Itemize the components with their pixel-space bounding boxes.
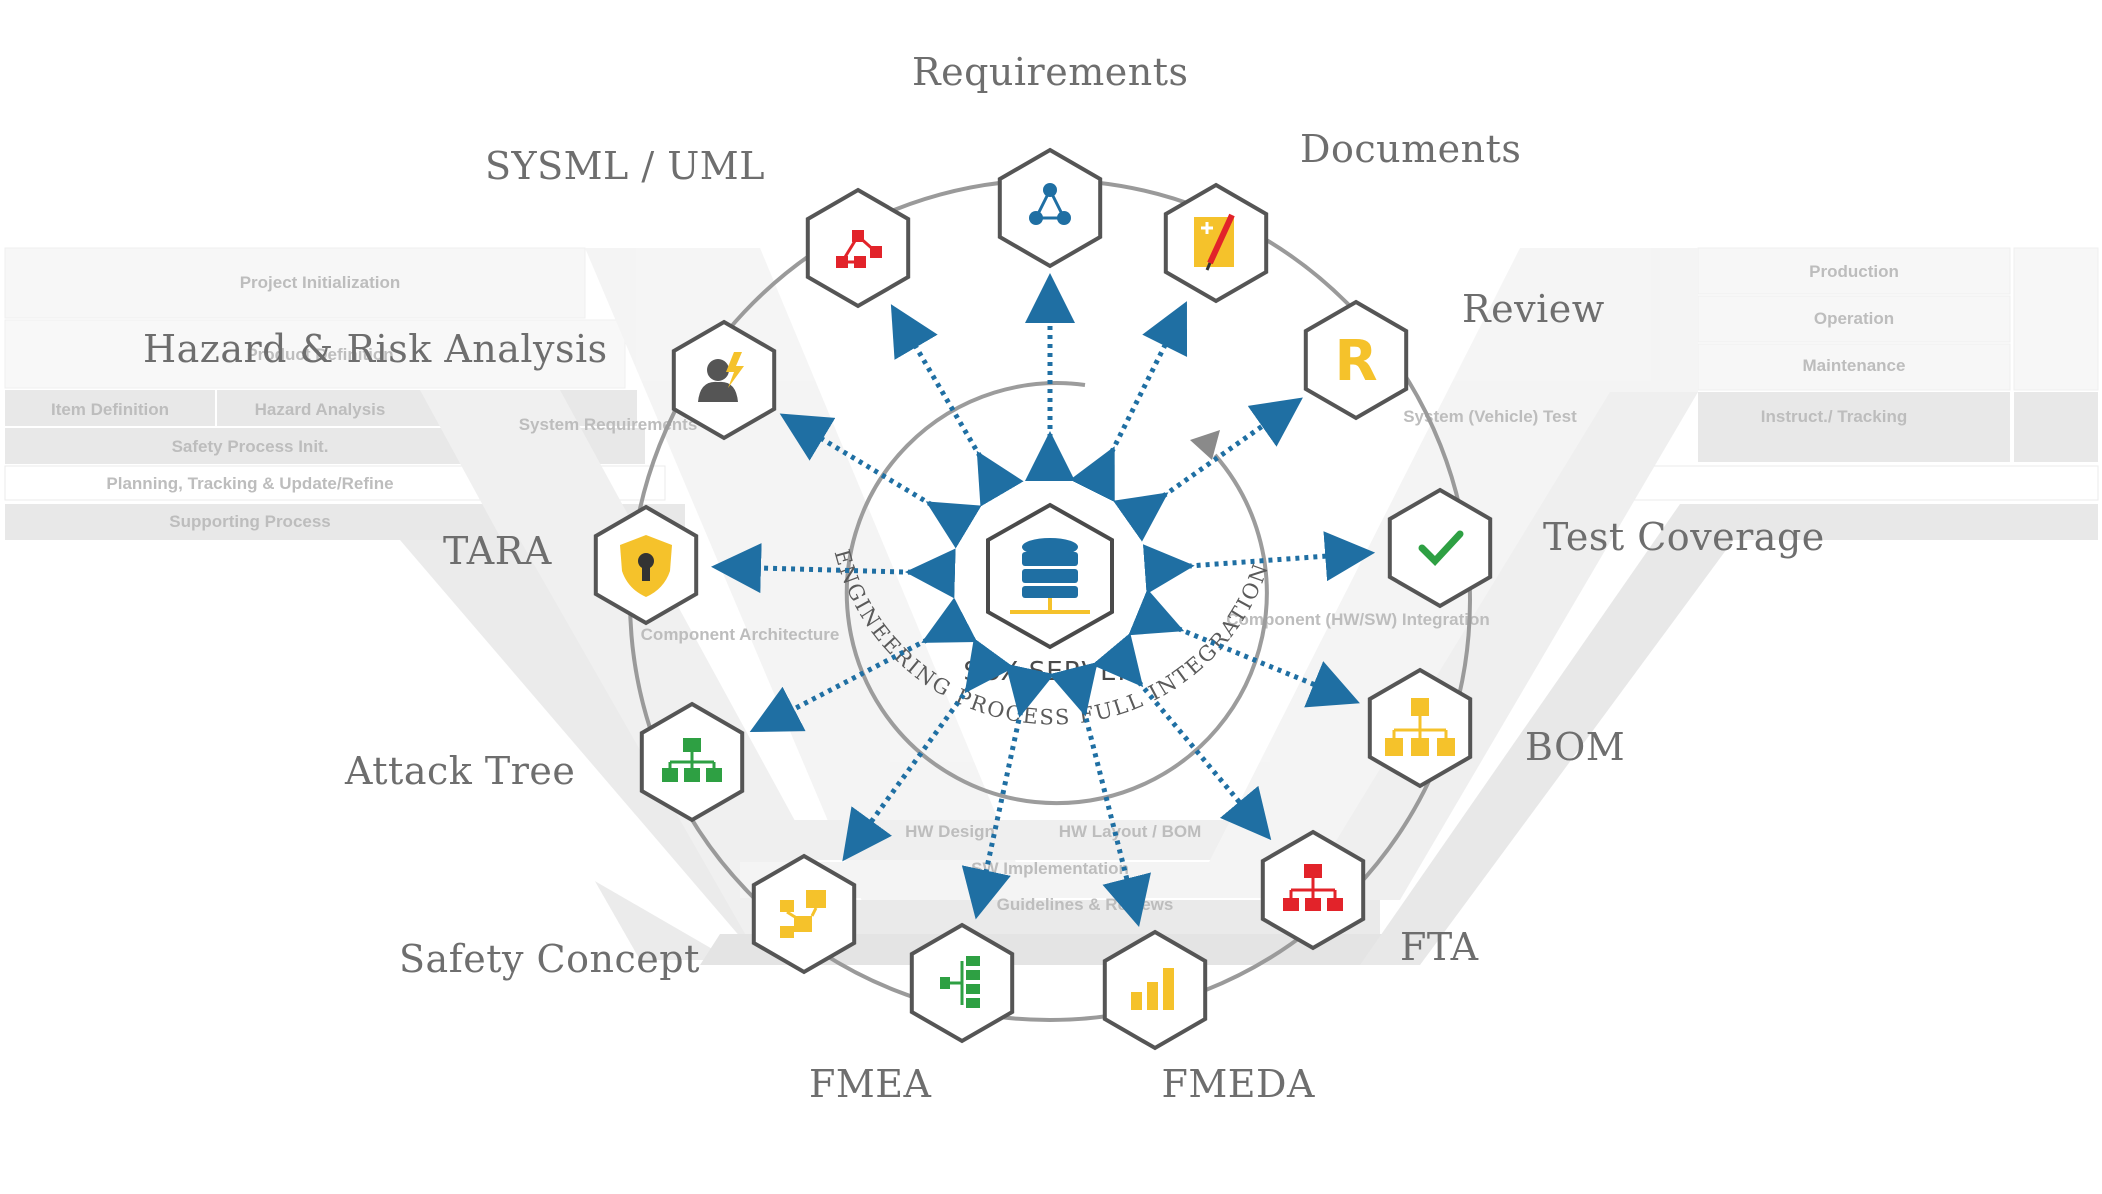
node-label-tara: TARA [443,529,552,573]
cube-hierarchy-icon [1385,698,1455,756]
node-label-sysml-uml: SYSML / UML [485,144,765,188]
bg-label: Supporting Process [169,512,331,531]
bg-label: Maintenance [1803,356,1906,375]
bg-label: Safety Process Init. [172,437,329,456]
node-sysml-uml[interactable] [805,187,911,309]
node-test-coverage[interactable] [1387,487,1493,609]
connection-arrow-fmeda [1049,661,1151,928]
bg-label: SW Implementation [971,859,1129,878]
connection-arrow-test-coverage [1142,531,1376,595]
bg-label: Hazard Analysis [255,400,386,419]
node-hazard-risk[interactable] [671,319,777,441]
node-safety-concept[interactable] [751,853,857,975]
green-hierarchy-icon [662,738,722,782]
node-tara[interactable] [593,504,699,626]
bg-label: System Requirements [519,415,698,434]
shield-lock-icon [620,535,672,597]
node-documents[interactable] [1163,182,1269,304]
node-label-requirements: Requirements [912,50,1189,94]
connection-arrow-safety-concept [842,638,1015,862]
bg-label: Instruct./ Tracking [1761,407,1907,426]
tool-nodes: R [593,147,1493,1051]
network-triangle-icon [1029,183,1071,225]
node-requirements[interactable] [997,147,1103,269]
connection-arrow-fta [1091,632,1272,841]
checkmark-icon [1418,530,1464,567]
bar-chart-icon [1131,968,1174,1010]
letter-r-icon: R [1334,329,1377,394]
node-label-bom: BOM [1525,725,1626,769]
center-label: SOX SERVER [963,657,1136,687]
green-tree-icon [940,956,980,1008]
node-fmeda[interactable] [1102,929,1208,1051]
connection-arrows [711,273,1376,928]
node-label-hazard-risk: Hazard & Risk Analysis [143,327,608,371]
database-icon [1010,538,1090,614]
person-lightning-icon [698,352,744,402]
node-attack-tree[interactable] [639,701,745,823]
v-model-background [4,247,2099,965]
node-bom[interactable] [1367,667,1473,789]
node-fta[interactable] [1260,829,1366,951]
bg-label: Planning, Tracking & Update/Refine [106,474,393,493]
red-tree-icon [1283,864,1343,911]
connection-arrow-review [1113,397,1303,542]
red-graph-icon [836,230,882,268]
bg-label: Production [1809,262,1899,281]
node-label-review: Review [1462,287,1605,331]
connection-arrow-documents [1069,301,1188,503]
bg-label: Project Initialization [240,273,401,292]
bg-label: Guidelines & Reviews [997,895,1174,914]
node-label-fmeda: FMEDA [1161,1062,1315,1106]
node-label-attack-tree: Attack Tree [345,749,576,793]
sox-server[interactable]: SOX SERVER [963,502,1136,687]
bg-label: Item Definition [51,400,169,419]
node-fmea[interactable] [909,922,1015,1044]
bg-label: HW Design [905,822,995,841]
connection-arrow-sysml-uml [890,304,1024,507]
bg-label: Product Definition [246,345,393,364]
node-label-fmea: FMEA [809,1062,932,1106]
node-review[interactable]: R [1303,299,1409,421]
bg-label: System (Vehicle) Test [1403,407,1577,426]
yellow-blocks-icon [780,890,826,938]
bg-label: HW Layout / BOM [1059,822,1202,841]
node-label-safety-concept: Safety Concept [399,937,700,981]
node-label-test-coverage: Test Coverage [1543,515,1825,559]
node-label-documents: Documents [1300,127,1522,171]
bg-label: Operation [1814,309,1894,328]
node-label-fta: FTA [1400,925,1479,969]
svg-text:R: R [1334,329,1377,394]
document-pencil-icon [1194,213,1235,271]
bg-label: Component Architecture [641,625,840,644]
